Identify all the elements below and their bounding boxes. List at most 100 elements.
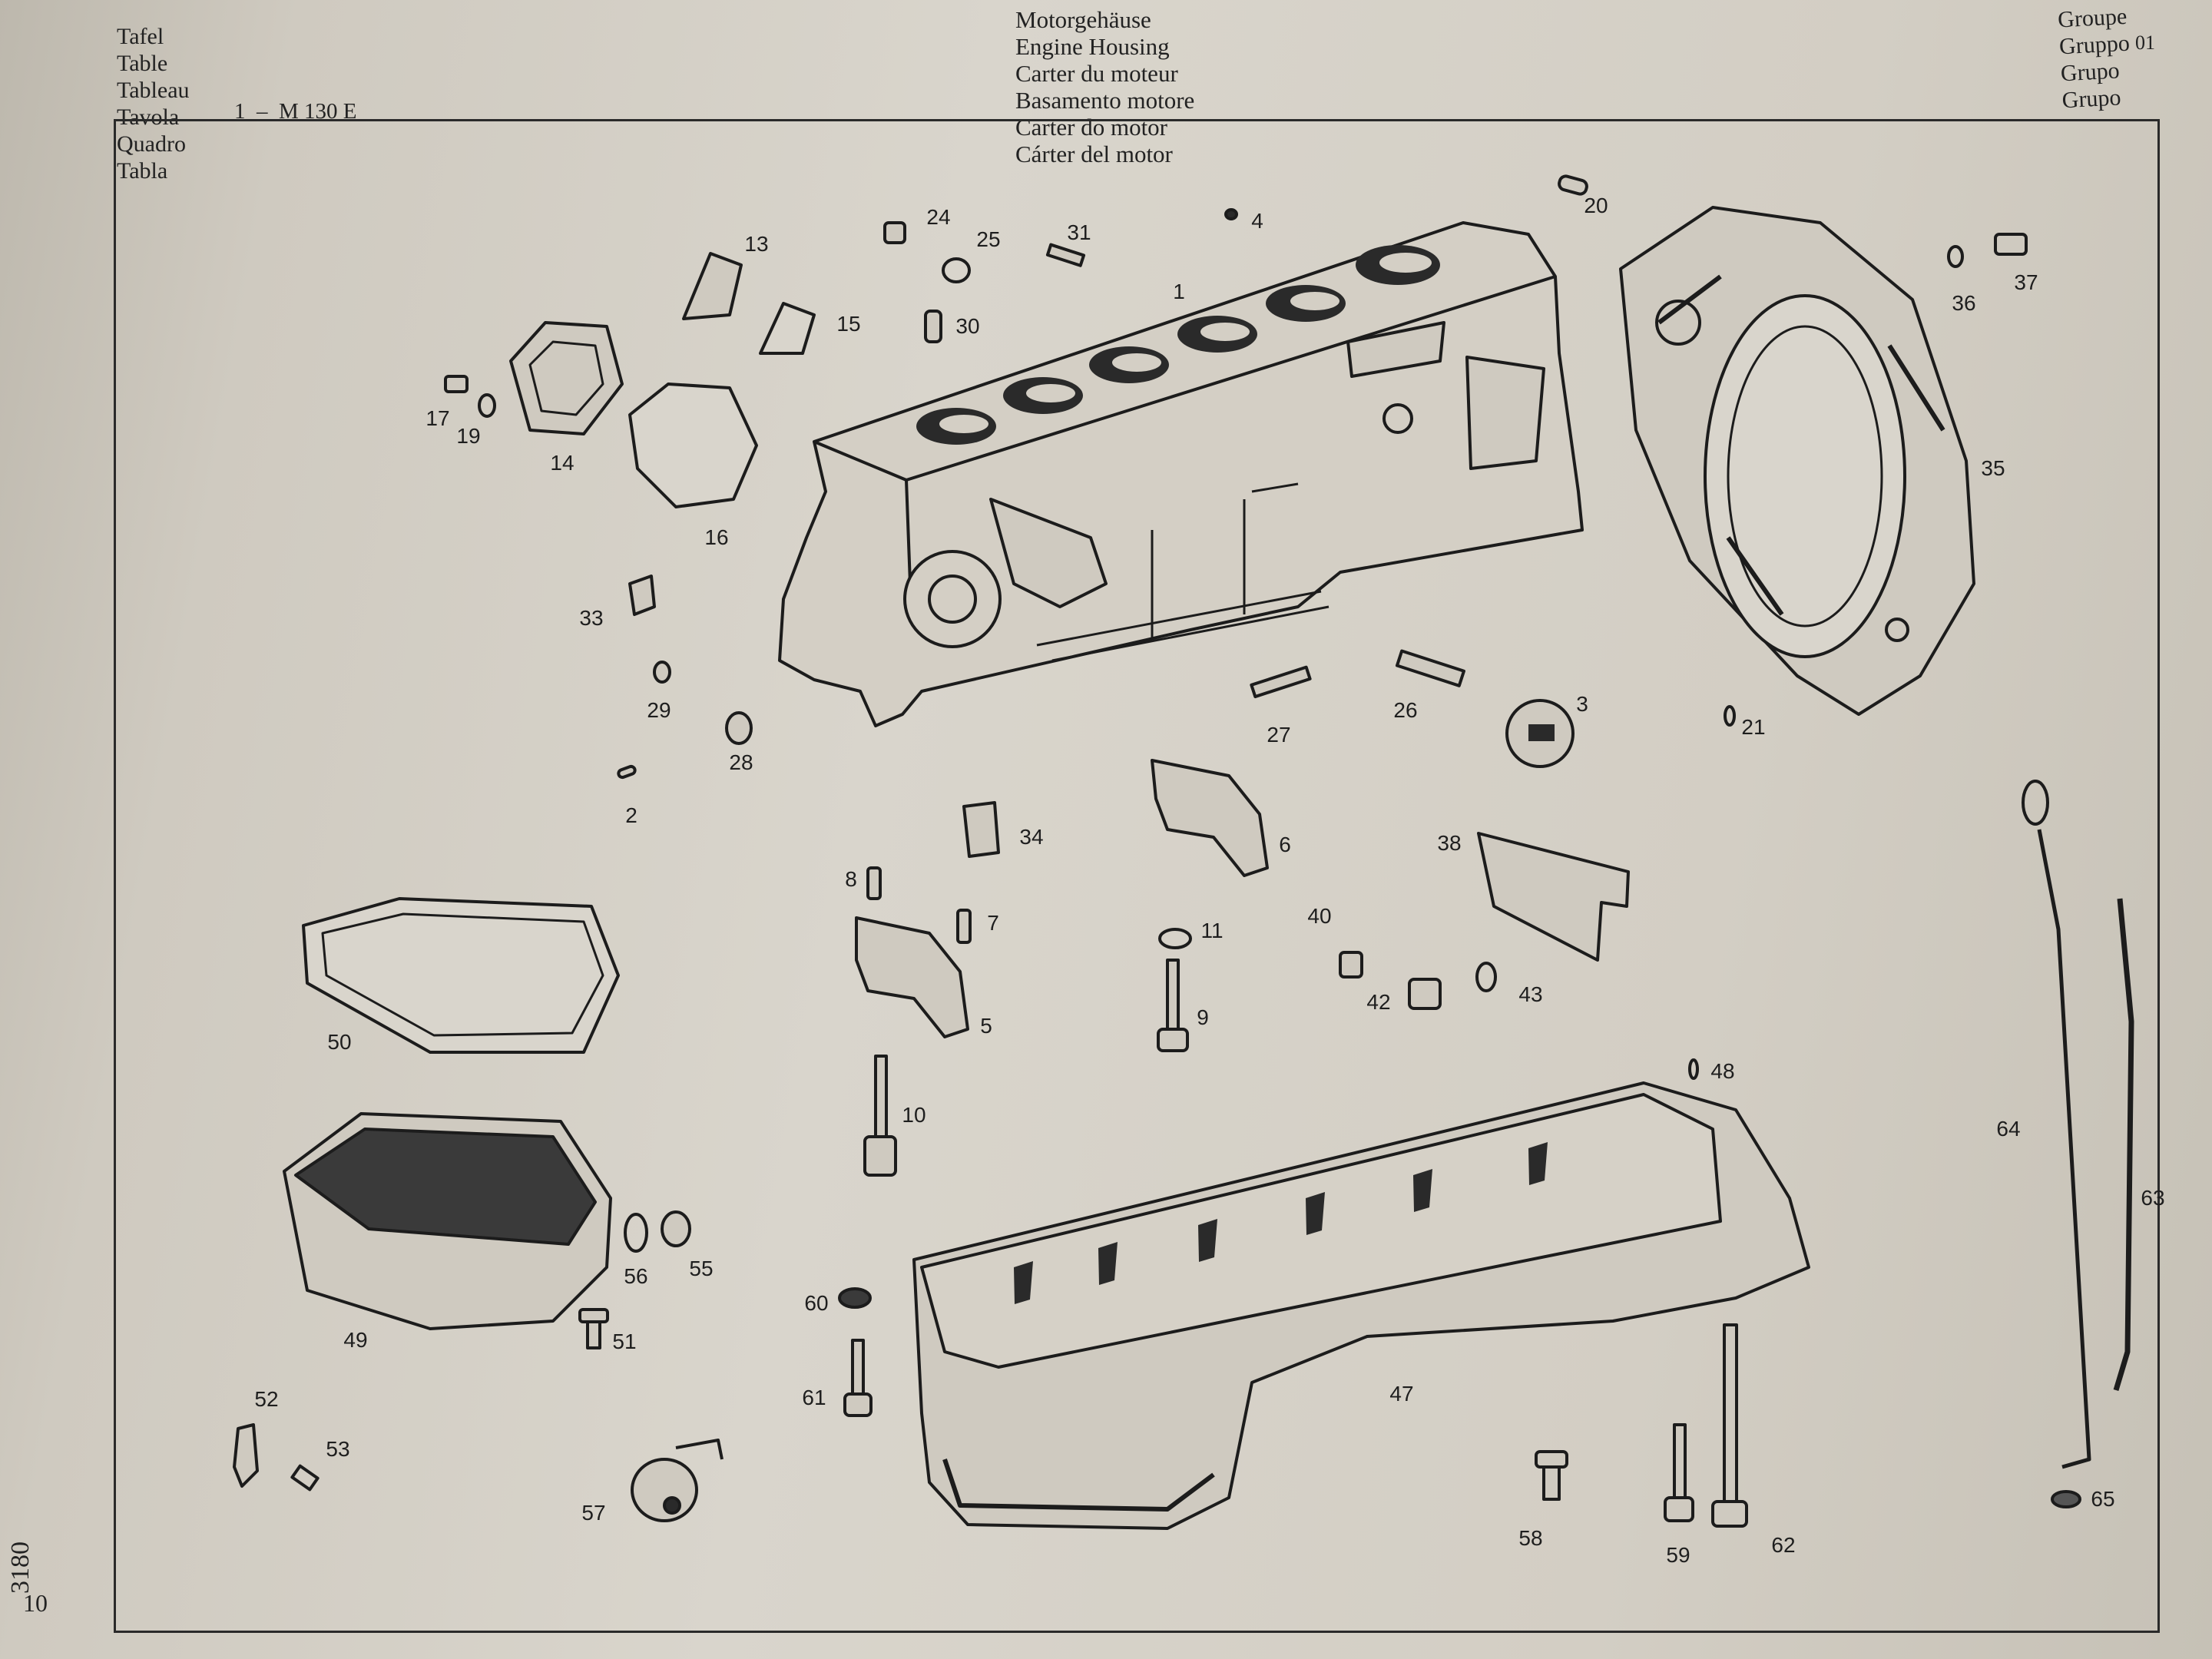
callout-43: 43 [1518, 982, 1543, 1006]
callout-52: 52 [254, 1387, 279, 1411]
bolt-62 [1723, 1323, 1738, 1511]
callout-27: 27 [1267, 723, 1291, 747]
callout-38: 38 [1437, 831, 1462, 855]
callout-7: 7 [987, 911, 999, 935]
label-quadro: Quadro [117, 131, 186, 157]
callout-29: 29 [647, 698, 671, 722]
callout-64: 64 [1996, 1117, 2021, 1141]
bracket-part [1477, 832, 1630, 962]
group-number: 01 [2135, 31, 2155, 54]
callout-15: 15 [836, 312, 861, 336]
callout-34: 34 [1019, 825, 1044, 849]
dipstick-part [2037, 829, 2091, 1469]
callout-50: 50 [327, 1030, 352, 1054]
pin-48 [1688, 1058, 1699, 1080]
stud-31 [1045, 243, 1086, 267]
callout-40: 40 [1307, 904, 1332, 928]
bell-housing-part [1619, 206, 1975, 716]
label-tafel: Tafel [117, 24, 164, 49]
margin-code: 3180 [6, 1541, 35, 1594]
callout-33: 33 [579, 606, 604, 630]
callout-11: 11 [1200, 919, 1224, 942]
pin-30 [924, 310, 942, 343]
bolt-59 [1673, 1423, 1687, 1507]
bolt-10 [874, 1055, 888, 1150]
washer-36 [1947, 245, 1964, 268]
triangular-gasket-part [759, 302, 816, 355]
callout-42: 42 [1366, 990, 1391, 1014]
callout-6: 6 [1279, 833, 1291, 856]
callout-9: 9 [1197, 1005, 1209, 1029]
callout-61: 61 [802, 1386, 826, 1409]
label-table: Table [117, 51, 168, 76]
small-screw-part [290, 1464, 320, 1492]
callout-21: 21 [1741, 715, 1766, 739]
washer-group [478, 208, 2081, 1508]
callout-47: 47 [1389, 1382, 1414, 1406]
breather-cap-part [631, 1439, 724, 1522]
callout-14: 14 [550, 451, 575, 475]
table-label-block: Tafel Table Tableau Tavola Quadro Tabla [117, 23, 190, 184]
callout-3: 3 [1576, 692, 1588, 716]
callout-19: 19 [456, 424, 481, 448]
small-bracket-part [233, 1423, 259, 1488]
washer-11 [1158, 928, 1192, 949]
callout-57: 57 [581, 1501, 606, 1525]
sleeve-34 [962, 801, 1000, 858]
ring-56 [624, 1213, 648, 1253]
callout-17: 17 [426, 406, 450, 430]
cover-plate-part [509, 321, 624, 435]
nut-29 [653, 661, 671, 684]
callout-2: 2 [625, 803, 637, 827]
callout-5: 5 [980, 1014, 992, 1038]
callout-59: 59 [1666, 1543, 1690, 1567]
callout-1: 1 [1173, 280, 1185, 303]
title-pt: Carter do motor [1015, 114, 1168, 141]
pin-21 [1724, 705, 1736, 727]
title-en: Engine Housing [1015, 33, 1170, 60]
bolt-40 [1339, 951, 1363, 979]
washer-43 [1475, 962, 1497, 992]
callout-26: 26 [1393, 698, 1418, 722]
title-block: Motorgehäuse Engine Housing Carter du mo… [1015, 6, 1194, 167]
bolt-group [444, 174, 2028, 1528]
callout-25: 25 [976, 227, 1001, 251]
callout-63: 63 [2141, 1186, 2165, 1210]
title-es: Cárter del motor [1015, 141, 1173, 167]
title-de: Motorgehäuse [1015, 6, 1151, 33]
stud-27 [1250, 665, 1312, 699]
bolt-37 [1994, 233, 2028, 256]
pin-7 [956, 909, 972, 944]
callout-35: 35 [1981, 456, 2005, 480]
page-number: 10 [23, 1589, 48, 1617]
lower-oil-pan-part [283, 1112, 612, 1330]
plug-24 [883, 221, 906, 244]
callout-8: 8 [845, 867, 857, 891]
upper-oil-pan-part [912, 1081, 1810, 1530]
plug-28 [725, 711, 753, 745]
washer-19 [478, 393, 496, 418]
label-tableau: Tableau [117, 78, 190, 103]
callout-36: 36 [1952, 291, 1976, 315]
ring-25 [942, 257, 971, 283]
callout-16: 16 [704, 525, 729, 549]
washer-65 [2051, 1490, 2081, 1508]
callout-4: 4 [1251, 209, 1263, 233]
callout-49: 49 [343, 1328, 368, 1352]
label-tavola: Tavola [117, 104, 180, 130]
callout-28: 28 [729, 750, 753, 774]
engine-block-part [778, 221, 1584, 727]
callout-60: 60 [804, 1291, 829, 1315]
callout-51: 51 [612, 1330, 637, 1353]
callout-13: 13 [744, 232, 769, 256]
callout-62: 62 [1771, 1533, 1796, 1557]
bolt-17 [444, 375, 469, 393]
dowel-20 [1558, 174, 1588, 196]
callout-37: 37 [2014, 270, 2038, 294]
oil-pan-gasket-part [302, 897, 620, 1054]
triangular-cover-part [682, 252, 743, 320]
gasket-part [628, 382, 758, 508]
washer-60 [838, 1287, 872, 1309]
